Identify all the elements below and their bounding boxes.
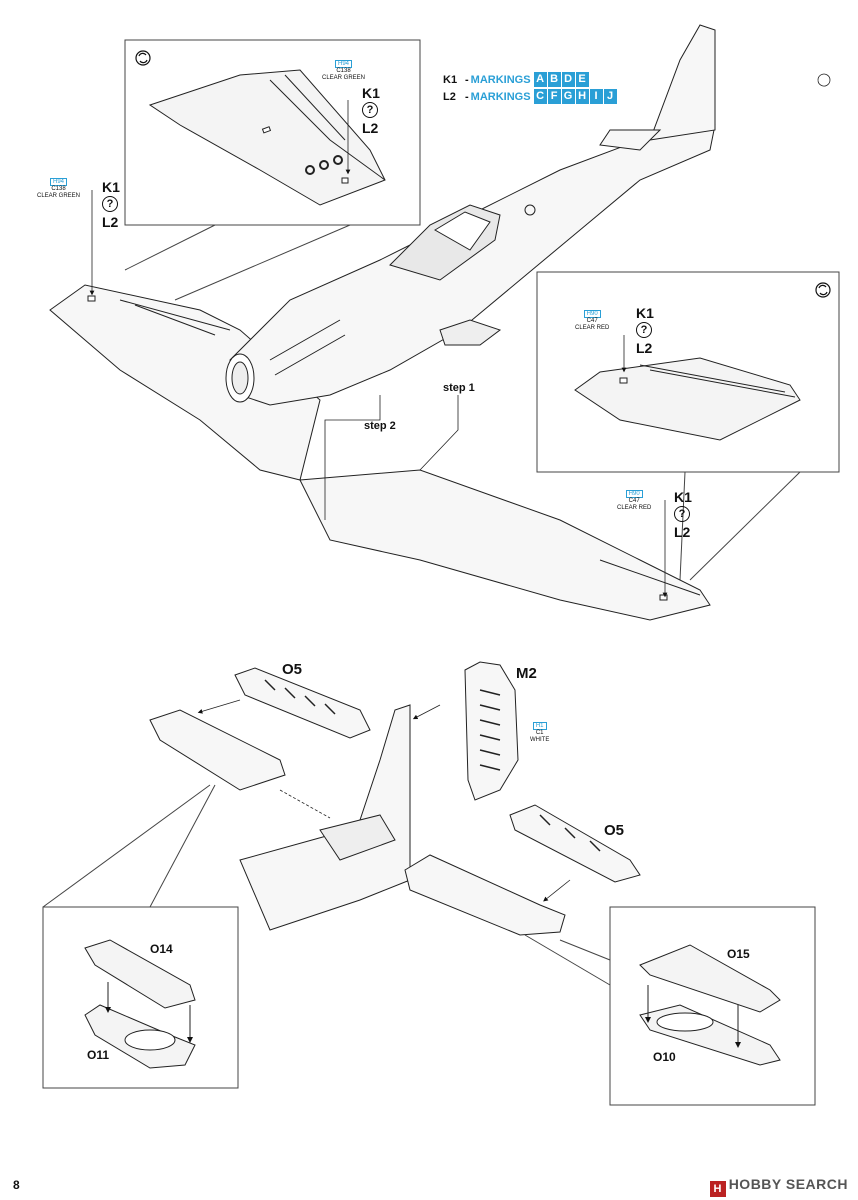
part-label-o5-left: O5 (282, 661, 303, 678)
tail-leaders (197, 699, 571, 902)
part-number: C47 (628, 498, 640, 505)
paint-callout-right-wing: H90 C47 CLEAR RED (617, 490, 651, 511)
optional-mark: ? (674, 506, 690, 522)
paint-color: CLEAR GREEN (322, 74, 366, 81)
marking-tile: E (575, 72, 589, 87)
version-k1: K1 (674, 489, 692, 505)
part-number: C138 (336, 68, 351, 75)
part-label-o15: O15 (727, 947, 750, 961)
rotate-icon-right (815, 282, 831, 298)
markings-l2-id: L2 (443, 90, 456, 103)
part-number: C47 (586, 318, 598, 325)
inset-right-box (536, 271, 840, 581)
marking-tile: B (547, 72, 561, 87)
marking-tile: G (561, 89, 575, 104)
inset-top-box (124, 39, 421, 301)
step-1-label: step 1 (443, 382, 475, 394)
step-2-label: step 2 (364, 420, 396, 432)
markings-l2-label: MARKINGS (470, 90, 531, 103)
paint-code: H1 (532, 722, 547, 731)
inset-bottom-right-parts (639, 944, 781, 1066)
part-number: C1 (535, 730, 544, 737)
paint-callout-left-wing: H94 C138 CLEAR GREEN (37, 178, 80, 199)
tail-assembly (149, 661, 641, 936)
main-leaders (89, 190, 668, 598)
part-label-o5-right: O5 (604, 822, 625, 839)
markings-row-l2: L2 - MARKINGS C F G H I J (443, 88, 617, 105)
marking-tile: I (589, 89, 603, 104)
inset-bottom-left-parts (84, 939, 196, 1069)
markings-row-k1: K1 - MARKINGS A B D E (443, 71, 617, 88)
version-k1: K1 (636, 305, 654, 321)
markings-l2-dash: - (465, 90, 469, 103)
inset-right-wing (574, 357, 801, 441)
paint-callout-inset-top: H94 C138 CLEAR GREEN (322, 60, 365, 81)
inset-bottom-left-box (42, 784, 239, 1089)
markings-legend: K1 - MARKINGS A B D E L2 - MARKINGS C F … (443, 71, 617, 105)
version-l2: L2 (636, 340, 653, 356)
marking-tile: A (533, 72, 547, 87)
watermark-text: HOBBY SEARCH (728, 1176, 848, 1192)
optional-mark: ? (102, 196, 118, 212)
paint-color: CLEAR RED (617, 504, 652, 511)
paint-color: CLEAR RED (575, 324, 610, 331)
rotate-icon-top (135, 50, 151, 66)
part-label-o11: O11 (87, 1048, 110, 1062)
paint-code: H94 (50, 178, 68, 187)
markings-k1-label: MARKINGS (470, 73, 531, 86)
part-label-o10: O10 (653, 1050, 676, 1064)
marking-tile: F (547, 89, 561, 104)
version-l2: L2 (362, 120, 379, 136)
paint-code: H90 (625, 490, 643, 499)
hobby-search-logo-icon: H (709, 1181, 726, 1197)
inset-top-leader (345, 73, 831, 175)
version-k1: K1 (362, 85, 380, 101)
version-l2: L2 (102, 214, 119, 230)
paint-color: WHITE (530, 736, 550, 743)
marking-tile: J (603, 89, 617, 104)
version-l2: L2 (674, 524, 691, 540)
inset-top-wing (148, 69, 386, 206)
part-number: C138 (51, 186, 66, 193)
marking-tile: C (533, 89, 547, 104)
paint-callout-inset-right: H90 C47 CLEAR RED (575, 310, 609, 331)
markings-k1-dash: - (465, 73, 469, 86)
markings-k1-id: K1 (443, 73, 458, 86)
page-number: 8 (13, 1178, 20, 1192)
part-label-o14: O14 (150, 942, 173, 956)
optional-mark: ? (636, 322, 652, 338)
optional-mark: ? (362, 102, 378, 118)
paint-callout-fin: H1 C1 WHITE (530, 722, 549, 743)
marking-tile: D (561, 72, 575, 87)
inset-bottom-right-box (524, 906, 816, 1106)
version-k1: K1 (102, 179, 120, 195)
paint-color: CLEAR GREEN (37, 192, 81, 199)
main-aircraft (49, 24, 716, 621)
marking-tile: H (575, 89, 589, 104)
paint-code: H90 (583, 310, 601, 319)
paint-code: H94 (335, 60, 353, 69)
part-label-m2: M2 (516, 665, 537, 682)
